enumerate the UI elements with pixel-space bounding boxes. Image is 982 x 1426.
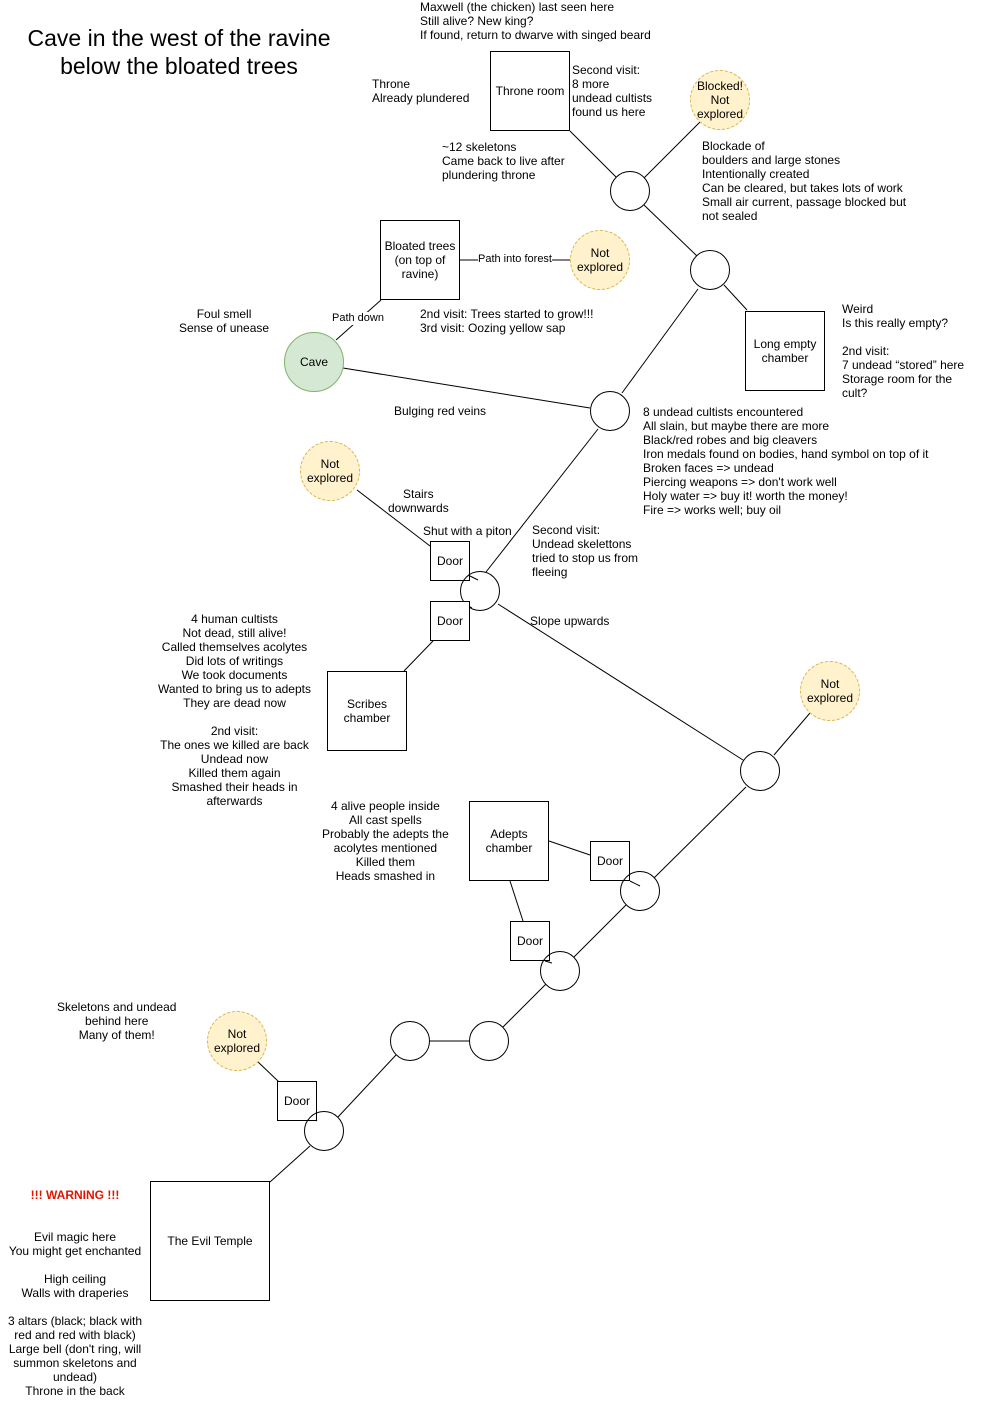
note-temple: Evil magic here You might get enchanted … <box>7 1230 143 1398</box>
door-adepts-bottom-node: Door <box>510 921 550 961</box>
junction-9 <box>390 1021 430 1061</box>
edge-label-path-down: Path down <box>332 312 384 325</box>
junction-10 <box>304 1111 344 1151</box>
door-upper-node: Door <box>430 541 470 581</box>
note-adepts: 4 alive people inside All cast spells Pr… <box>322 799 449 883</box>
forest-unexplored-node: Not explored <box>570 230 630 290</box>
edge-j4-j5 <box>497 603 744 761</box>
edge-label-path-into-forest: Path into forest <box>478 253 552 266</box>
edge-j1-j2 <box>643 204 698 257</box>
west-unexplored-node: Not explored <box>207 1011 267 1071</box>
note-temple-block: !!! WARNING !!! Evil magic here You migh… <box>5 1160 145 1426</box>
note-blockade: Blockade of boulders and large stones In… <box>702 139 907 223</box>
map-diagram: Cave in the west of the ravine below the… <box>8 0 965 1398</box>
door-adepts-right-node: Door <box>590 841 630 881</box>
edge-j3-j4 <box>485 428 599 573</box>
junction-2 <box>690 250 730 290</box>
note-maxwell: Maxwell (the chicken) last seen here Sti… <box>420 0 651 42</box>
adepts-chamber-node: Adepts chamber <box>469 801 549 881</box>
edge-label-stairs-downwards: Stairs downwards <box>388 487 449 515</box>
note-bloated-trees-visits: 2nd visit: Trees started to grow!!! 3rd … <box>420 307 594 335</box>
throne-room-node: Throne room <box>490 51 570 131</box>
junction-6 <box>620 871 660 911</box>
note-skeletons: ~12 skeletons Came back to live after pl… <box>442 140 565 182</box>
note-skeletons-behind: Skeletons and undead behind here Many of… <box>57 1000 177 1042</box>
edge-label-slope-upwards: Slope upwards <box>530 614 610 628</box>
edge-j6-j7 <box>573 904 627 958</box>
edge-j7-j8 <box>502 983 547 1028</box>
junction-4 <box>460 571 500 611</box>
edge-adepts-door <box>548 840 591 856</box>
bloated-trees-node: Bloated trees (on top of ravine) <box>380 220 460 300</box>
stairs-unexplored-node: Not explored <box>300 441 360 501</box>
warning-heading: !!! WARNING !!! <box>30 1188 120 1202</box>
edge-j2-j3 <box>621 288 699 394</box>
junction-3 <box>590 391 630 431</box>
note-throne: Throne Already plundered <box>372 77 470 105</box>
edge-label-bulging-red-veins: Bulging red veins <box>394 404 487 418</box>
note-second-visit-throne: Second visit: 8 more undead cultists fou… <box>572 63 653 119</box>
note-second-visit-skeletons: Second visit: Undead skelettons tried to… <box>532 523 639 579</box>
edge-j10-temple <box>269 1145 311 1183</box>
edge-cave-j3 <box>342 367 591 409</box>
junction-5 <box>740 751 780 791</box>
note-cultists: 8 undead cultists encountered All slain,… <box>643 405 929 517</box>
map-title: Cave in the west of the ravine below the… <box>27 25 331 79</box>
cave-node: Cave <box>284 332 344 392</box>
note-foul-smell: Foul smell Sense of unease <box>179 307 270 335</box>
edge-j5-east <box>773 712 811 756</box>
edge-adepts-door3 <box>509 880 524 922</box>
edge-blocked-j1 <box>643 120 702 179</box>
edge-j9-j10 <box>337 1054 397 1118</box>
junction-7 <box>540 951 580 991</box>
east-unexplored-node: Not explored <box>800 661 860 721</box>
evil-temple-node: The Evil Temple <box>150 1181 270 1301</box>
edge-door2-scribes <box>403 640 434 672</box>
edge-j5-j6 <box>653 786 747 879</box>
blocked-unexplored-node: Blocked! Not explored <box>690 70 750 130</box>
scribes-chamber-node: Scribes chamber <box>327 671 407 751</box>
junction-8 <box>469 1021 509 1061</box>
door-west-node: Door <box>277 1081 317 1121</box>
edge-j2-longchamber <box>723 284 748 311</box>
note-long-chamber: Weird Is this really empty? 2nd visit: 7… <box>842 302 965 400</box>
edge-stairs-door <box>356 489 431 547</box>
door-lower-node: Door <box>430 601 470 641</box>
edge-west-door <box>256 1060 280 1083</box>
note-human-cultists: 4 human cultists Not dead, still alive! … <box>158 612 311 808</box>
edge-label-shut-with-piton: Shut with a piton <box>423 524 512 538</box>
long-empty-chamber-node: Long empty chamber <box>745 311 825 391</box>
junction-1 <box>610 171 650 211</box>
edge-throne-j1 <box>569 130 618 179</box>
